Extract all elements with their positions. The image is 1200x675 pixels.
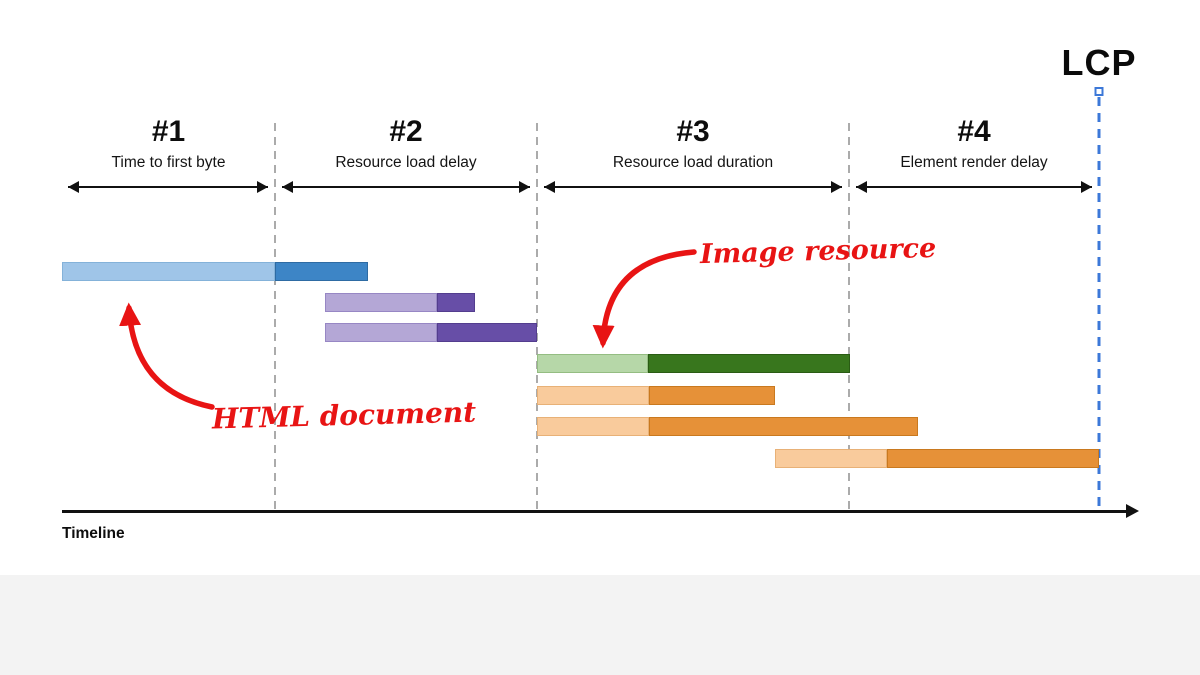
image-resource-annotation: Image resource xyxy=(699,232,937,271)
phase-number: #2 xyxy=(389,115,423,148)
phase-label: Resource load delay xyxy=(335,154,477,171)
timeline-label: Timeline xyxy=(62,525,125,542)
script-bar-light-segment xyxy=(775,449,887,468)
image-bar-dark-segment xyxy=(648,354,850,373)
stylesheet-bar-dark-segment xyxy=(437,293,475,312)
html-document-arrow-icon xyxy=(119,302,215,410)
phase-header: #1 Time to first byte xyxy=(62,116,275,172)
phase-extent-arrow-icon xyxy=(68,181,268,193)
lcp-title: LCP xyxy=(1061,42,1137,83)
script-bar-light-segment xyxy=(537,417,649,436)
phase-header: #2 Resource load delay xyxy=(275,116,537,172)
phase-extent-arrow-icon xyxy=(544,181,842,193)
stylesheet-bar-light-segment xyxy=(325,323,437,342)
phase-header: #3 Resource load duration xyxy=(537,116,849,172)
phase-separator-line xyxy=(274,123,276,512)
phase-number: #1 xyxy=(151,115,186,148)
image-resource-arrow-icon xyxy=(592,249,697,349)
script-bar-light-segment xyxy=(537,386,649,405)
lcp-dashed-line xyxy=(1097,97,1101,512)
document-bar-light-segment xyxy=(62,262,275,281)
phase-extent-arrow-icon xyxy=(282,181,530,193)
script-bar-dark-segment xyxy=(649,386,775,405)
stylesheet-bar-dark-segment xyxy=(437,323,537,342)
phase-number: #4 xyxy=(957,115,991,148)
timeline-axis-arrowhead-icon xyxy=(1126,504,1139,518)
phase-extent-arrow-icon xyxy=(856,181,1092,193)
document-bar-dark-segment xyxy=(275,262,368,281)
timeline-axis xyxy=(62,510,1128,513)
phase-label: Resource load duration xyxy=(612,154,774,171)
phase-label: Time to first byte xyxy=(111,154,226,171)
legend-band: Document Stylesheet Script Image xyxy=(0,575,1200,675)
phase-number: #3 xyxy=(676,115,710,148)
phase-header: #4 Element render delay xyxy=(849,116,1099,172)
script-bar-dark-segment xyxy=(649,417,918,436)
stylesheet-bar-light-segment xyxy=(325,293,437,312)
phase-separator-line xyxy=(536,123,538,512)
phase-label: Element render delay xyxy=(900,154,1048,171)
image-bar-light-segment xyxy=(537,354,648,373)
script-bar-dark-segment xyxy=(887,449,1099,468)
lcp-marker-icon xyxy=(1094,87,1104,96)
phase-separator-line xyxy=(848,123,850,512)
html-document-annotation: HTML document xyxy=(211,395,477,436)
